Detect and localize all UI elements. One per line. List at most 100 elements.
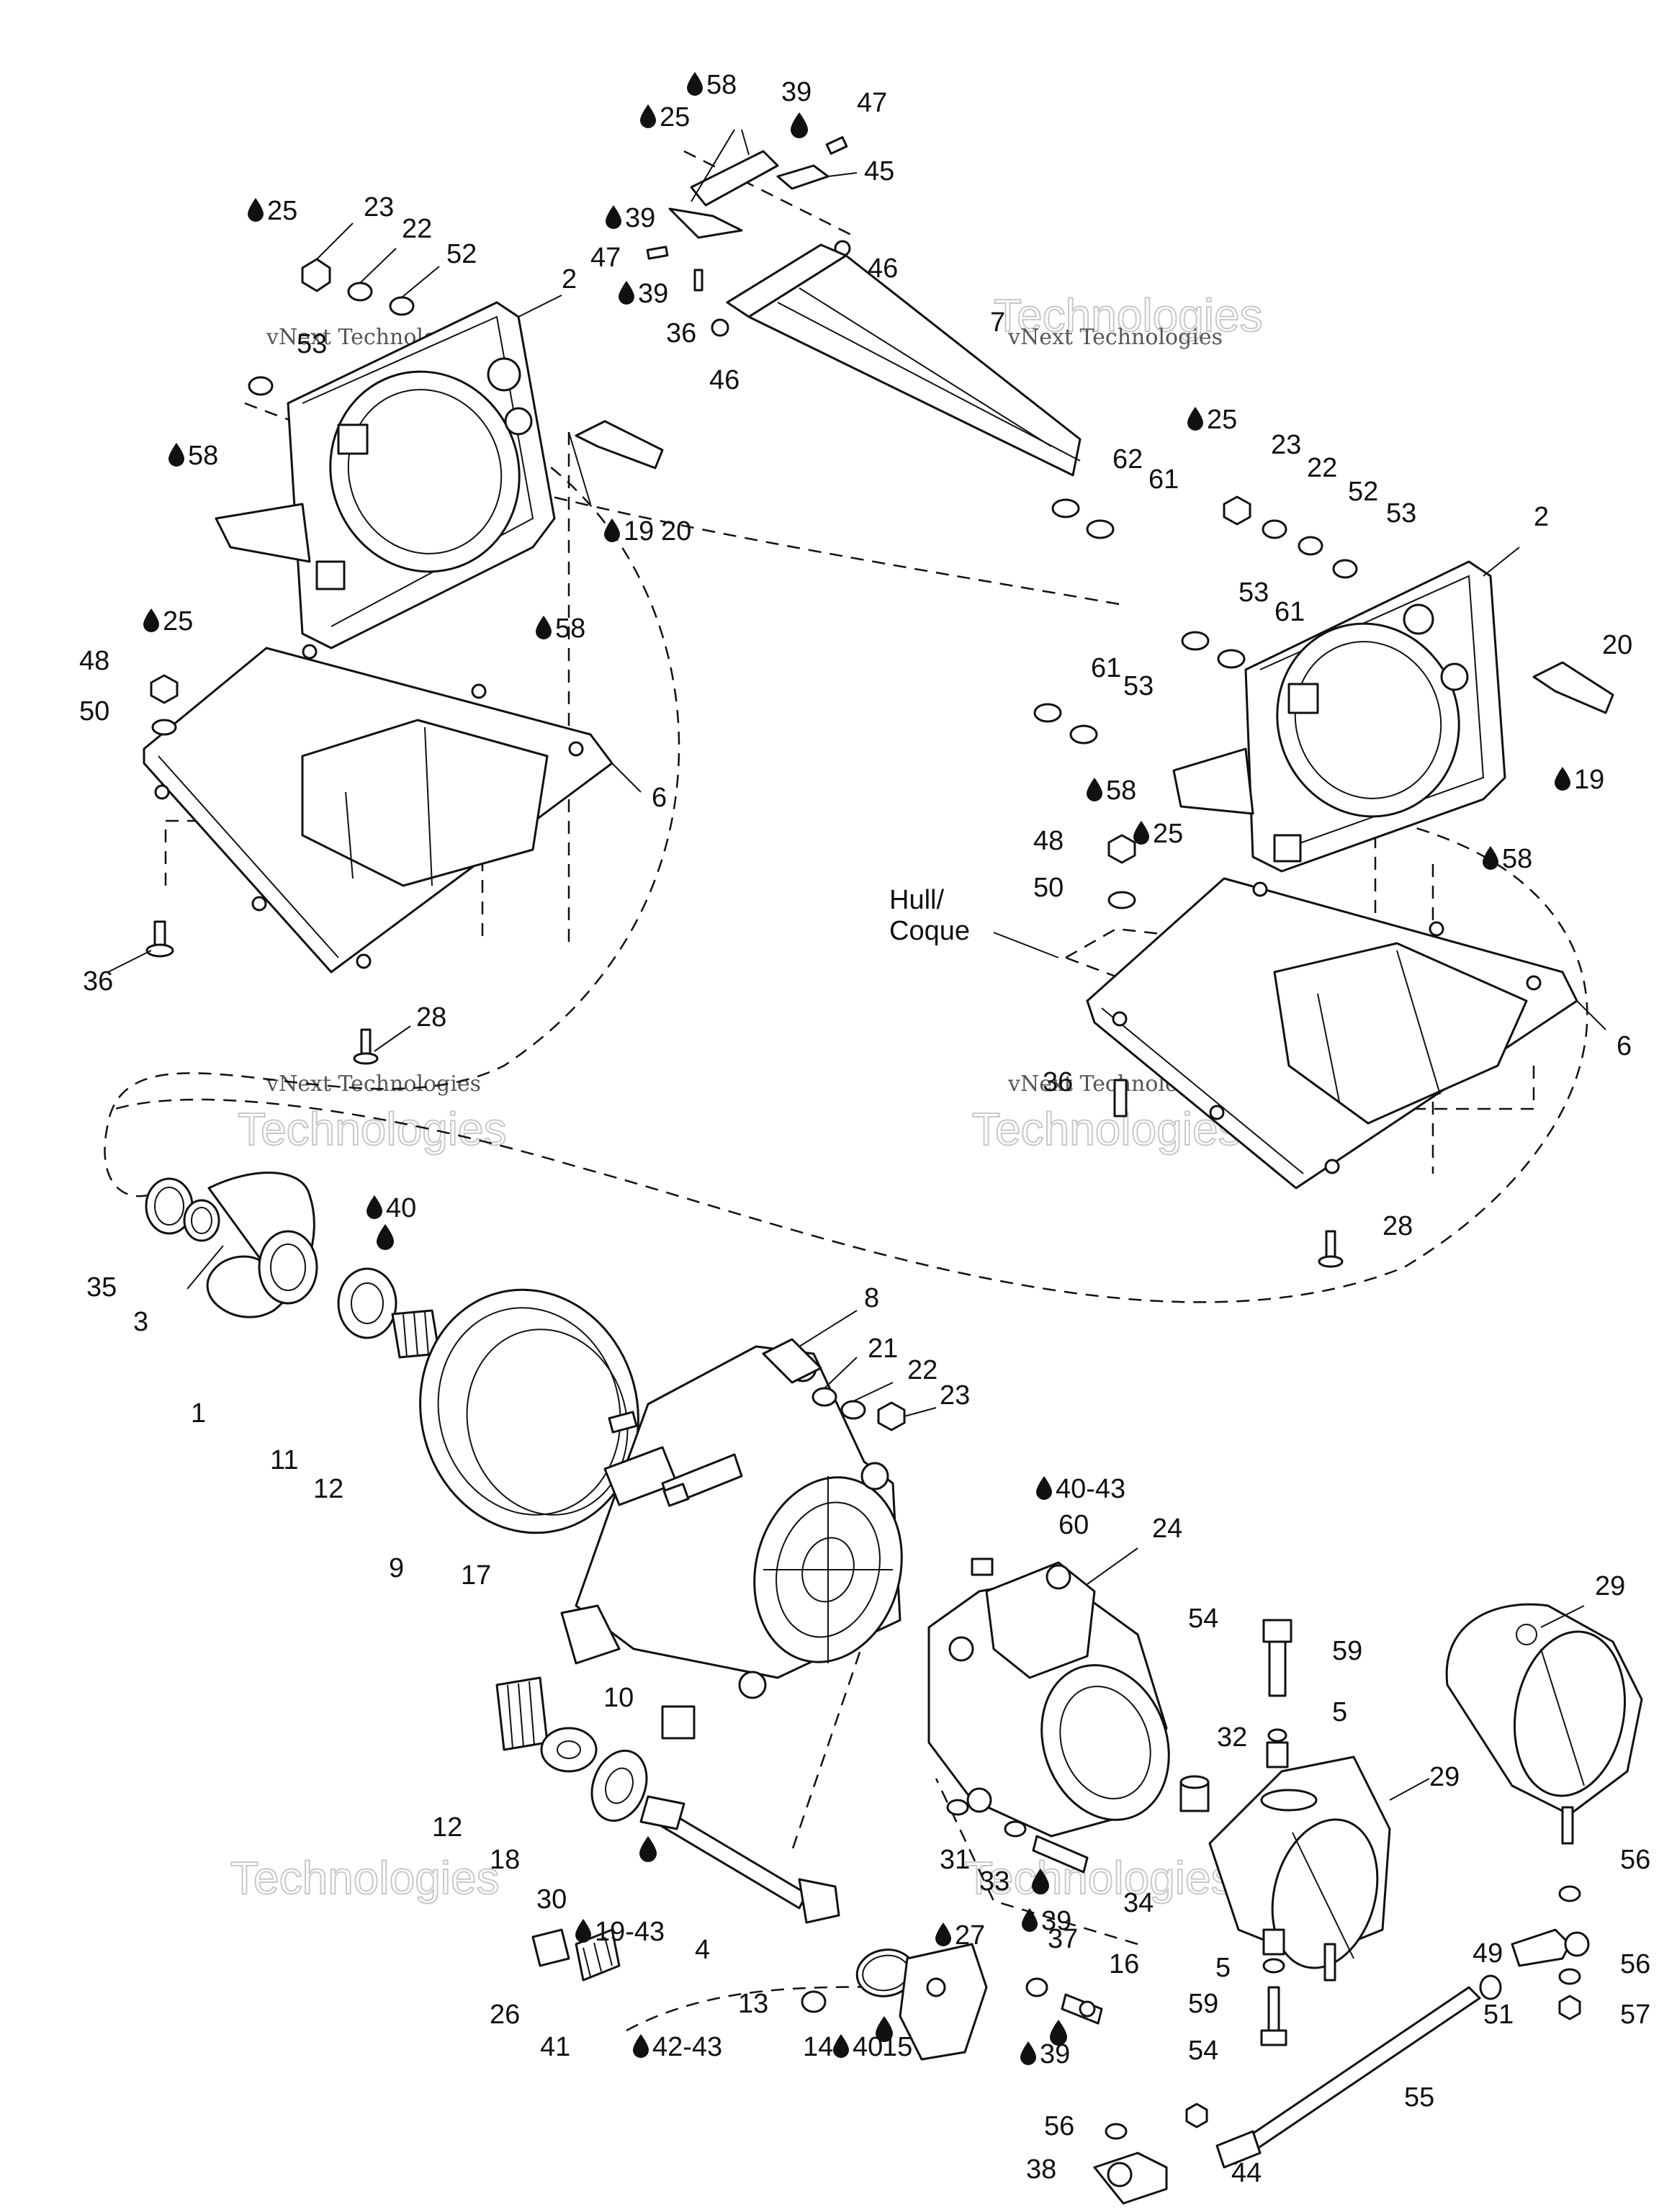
callout-l53a: 53	[297, 329, 327, 359]
callout-l29b: 29	[1429, 1762, 1460, 1792]
part-31-washer	[946, 1799, 969, 1816]
part-9-wear-ring-housing	[419, 1288, 639, 1534]
callout-number: 59	[1332, 1636, 1362, 1666]
callout-number: 39	[1041, 1906, 1071, 1936]
callout-l5b: 5	[1215, 1953, 1231, 1983]
reverse-bracket-group	[646, 129, 1082, 477]
callout-number: 48	[1033, 826, 1064, 856]
hull-label-line2: Coque	[889, 916, 970, 946]
callout-l3: 3	[133, 1307, 148, 1337]
part-53-washer	[248, 376, 274, 396]
callout-number: 47	[590, 243, 621, 273]
callout-l38: 38	[1026, 2154, 1056, 2185]
callout-l53d: 53	[1123, 671, 1154, 701]
callout-l8: 8	[864, 1283, 879, 1313]
part-47b-screw	[646, 246, 669, 260]
callout-number: 5	[1332, 1697, 1347, 1727]
impeller-hub	[258, 1230, 318, 1305]
callout-l40b: 40	[833, 2032, 883, 2062]
watermark-low-right: Technologies	[965, 1852, 1234, 1904]
callout-number: 28	[416, 1002, 446, 1033]
callout-number: 29	[1429, 1762, 1460, 1792]
lower-shaft-group	[495, 1483, 840, 1924]
callout-number: 58	[1502, 844, 1532, 874]
callout-number: 52	[1348, 477, 1378, 507]
right-ride-plate-part-6	[1086, 877, 1606, 1268]
nozzle-lower-fasteners	[1260, 1928, 1287, 2046]
callout-l2a: 2	[562, 264, 577, 295]
callout-l56c: 56	[1044, 2111, 1074, 2141]
part-47-screw	[825, 136, 848, 155]
callout-l28a: 28	[416, 1002, 446, 1033]
bracket-arm	[668, 207, 743, 239]
callout-l13: 13	[738, 1989, 768, 2019]
part-56-washer	[1558, 1885, 1581, 1902]
grease-drop-icon	[619, 281, 634, 305]
watermark-text-c: vNext Technologies	[266, 1071, 481, 1097]
hull-area	[993, 834, 1182, 981]
callout-l4043: 40-43	[1036, 1474, 1125, 1504]
callout-l36b: 36	[83, 966, 113, 997]
callout-l49: 49	[1473, 1938, 1503, 1969]
callout-l61c: 61	[1091, 653, 1121, 683]
callout-number: 14	[803, 2032, 833, 2062]
callout-number: 36	[1043, 1067, 1073, 1097]
callout-l12b: 12	[432, 1812, 462, 1843]
callout-number: 56	[1620, 1845, 1650, 1875]
callout-l39e: 39	[1020, 2039, 1070, 2069]
callout-l31: 31	[940, 1845, 970, 1875]
part-11-seal	[337, 1267, 397, 1339]
part-15-cap	[899, 1943, 988, 2061]
callout-l46a: 46	[868, 253, 898, 284]
part-8-pump-housing	[560, 1310, 903, 1699]
grease-drop-icon	[876, 2016, 893, 2042]
part-51-nut	[1479, 1974, 1502, 2000]
callout-l62: 62	[1112, 444, 1143, 475]
part-57-nut	[1558, 1995, 1581, 2020]
callout-number: 56	[1620, 1949, 1650, 1979]
callout-number: 35	[86, 1272, 117, 1303]
grease-drop-icon	[1555, 767, 1570, 791]
callout-number: 17	[461, 1560, 491, 1591]
callout-number: 21	[868, 1334, 898, 1364]
callout-number: 23	[1271, 430, 1301, 460]
part-45-clip	[776, 164, 830, 190]
callout-number: 34	[1123, 1888, 1154, 1918]
callout-number: 36	[83, 966, 113, 997]
callout-l7: 7	[990, 307, 1005, 338]
grease-drop-icon	[536, 616, 552, 639]
callout-l53c: 53	[1238, 577, 1269, 608]
grease-drop-icons	[377, 112, 1067, 2046]
left-plate-fasteners	[107, 674, 411, 1065]
callout-l23a: 23	[364, 192, 394, 222]
callout-l50a: 50	[79, 696, 109, 727]
callout-l2b: 2	[1534, 502, 1549, 532]
callout-l58b: 58	[168, 441, 218, 471]
callout-number: 31	[940, 1845, 970, 1875]
callout-number: 22	[1307, 453, 1337, 483]
callout-number: 40	[386, 1193, 416, 1223]
callout-l40a: 40	[367, 1193, 416, 1223]
part-12b-bearing	[495, 1676, 549, 1751]
part-56b-washer	[1558, 1968, 1581, 1985]
callout-number: 53	[297, 329, 327, 359]
part-30-flange	[590, 1749, 648, 1822]
part-32-spacer	[1179, 1775, 1210, 1812]
callout-number: 19	[1574, 765, 1604, 795]
callout-l24: 24	[1152, 1514, 1182, 1544]
callout-l58c: 58	[536, 613, 585, 644]
callout-l59a: 59	[1332, 1636, 1362, 1666]
callout-l14: 14	[803, 2032, 833, 2062]
callout-l21: 21	[868, 1334, 898, 1364]
watermark-mid-right: Technologies	[972, 1103, 1241, 1155]
callout-l9: 9	[389, 1553, 404, 1583]
callout-number: 25	[1207, 405, 1237, 435]
callout-l22c: 22	[907, 1355, 938, 1385]
callout-l28b: 28	[1382, 1211, 1413, 1241]
callout-number: 61	[1274, 597, 1305, 627]
callout-number: 48	[79, 646, 109, 676]
callout-number: 25	[163, 606, 193, 637]
grease-drop-icon	[1087, 778, 1102, 801]
callout-l29a: 29	[1595, 1571, 1625, 1601]
